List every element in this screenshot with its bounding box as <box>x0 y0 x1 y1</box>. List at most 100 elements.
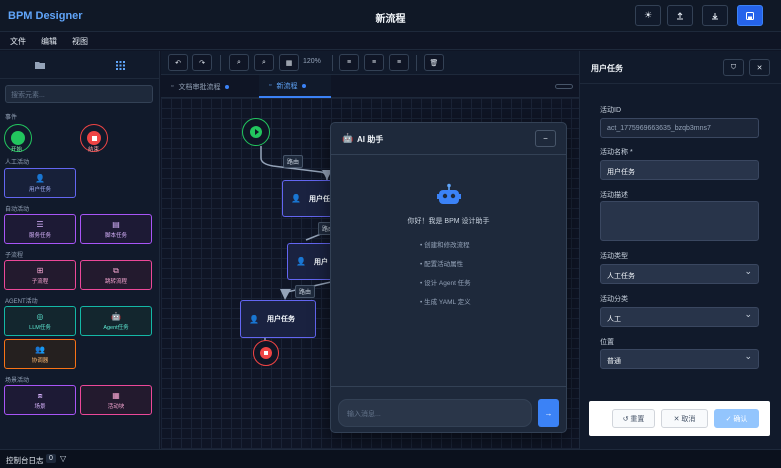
user-icon: 👤 <box>291 194 301 203</box>
palette-service-task[interactable]: ☰ 服务任务 <box>4 214 76 244</box>
list-icon: ☰ <box>36 219 44 229</box>
ai-message-input[interactable]: 输入消息... <box>338 399 532 427</box>
canvas-user-task-node[interactable]: 👤 用户任务 <box>240 300 316 338</box>
filter-icon[interactable]: ▽ <box>60 454 67 463</box>
user-icon: 👤 <box>35 173 45 183</box>
palette-script-task[interactable]: ▤ 脚本任务 <box>80 214 152 244</box>
palette-start-event[interactable] <box>4 124 32 152</box>
node-label: 用户任务 <box>266 316 295 323</box>
cancel-button[interactable]: ✕ 取消 <box>661 409 708 428</box>
folder-icon <box>35 62 45 69</box>
group-label-human: 人工活动 <box>5 160 30 166</box>
canvas-user-task-node[interactable]: 👤 用户任 <box>282 180 332 217</box>
menu-file[interactable]: 文件 <box>10 37 26 46</box>
menu-edit[interactable]: 编辑 <box>41 37 57 46</box>
grid-blocks-icon: ▦ <box>112 390 120 400</box>
robot-icon <box>437 183 461 204</box>
menu-view[interactable]: 视图 <box>72 37 88 46</box>
palette-user-task-label: 用户任务 <box>28 186 51 193</box>
palette-subprocess[interactable]: ⊞ 子流程 <box>4 260 76 290</box>
console-log-toggle[interactable]: 控制台日志 <box>6 456 44 465</box>
align-left-button[interactable]: ≡ <box>339 54 359 71</box>
upload-icon <box>677 11 683 19</box>
palette-scene[interactable]: ⧈ 场景 <box>4 385 76 415</box>
palette-activity-block[interactable]: ▦ 活动块 <box>80 385 152 415</box>
palette-jump-flow[interactable]: ⧉ 跳转流程 <box>80 260 152 290</box>
robot-icon: 🤖 <box>111 311 121 321</box>
shield-icon: ⛉ <box>730 63 737 71</box>
canvas-user-task-node[interactable]: 👤 用户 <box>287 243 331 280</box>
file-icon: ▫ <box>269 82 272 89</box>
align-center-button[interactable]: ≡ <box>364 54 384 71</box>
palette-start-label: 开始 <box>11 147 23 153</box>
minimize-button[interactable]: − <box>535 130 556 147</box>
tab-scrollbar[interactable] <box>555 84 573 89</box>
align-right-icon: ≡ <box>396 59 402 66</box>
properties-title: 用户任务 <box>591 64 623 73</box>
node-label: 用户 <box>313 258 328 266</box>
robot-icon: 🤖 <box>342 133 354 143</box>
tab-elements[interactable] <box>80 51 160 79</box>
activity-type-label: 活动类型 <box>600 253 628 260</box>
palette-agent-task[interactable]: 🤖 Agent任务 <box>80 306 152 336</box>
zoom-level: 120% <box>303 58 321 65</box>
import-button[interactable] <box>667 5 693 26</box>
sun-icon: ☀ <box>643 10 653 20</box>
activity-category-select[interactable]: 人工 <box>600 307 759 327</box>
toolbar-divider <box>416 55 417 71</box>
user-icon: 👤 <box>296 257 306 266</box>
palette-user-task[interactable]: 👤 用户任务 <box>4 168 76 198</box>
group-label-event: 事件 <box>5 115 18 121</box>
palette-coordinator[interactable]: 👥 协调器 <box>4 339 76 369</box>
brand-title: BPM Designer <box>8 10 83 22</box>
pin-button[interactable]: ⛉ <box>723 59 744 76</box>
zoom-in-button[interactable]: ⌕ <box>229 54 249 71</box>
position-label: 位置 <box>600 339 614 346</box>
undo-button[interactable]: ↶ <box>168 54 188 71</box>
ai-feature-item: • 创建和修改流程 <box>420 242 470 249</box>
tab-folders[interactable] <box>0 51 80 79</box>
ai-header: 🤖 AI 助手 − <box>331 123 566 155</box>
align-right-button[interactable]: ≡ <box>389 54 409 71</box>
activity-type-select[interactable]: 人工任务 <box>600 264 759 284</box>
undo-icon: ↶ <box>175 59 181 67</box>
activity-name-input[interactable]: 用户任务 <box>600 160 759 180</box>
canvas-start-event[interactable] <box>242 118 270 146</box>
edge-label[interactable]: 路由 <box>295 285 316 298</box>
tab-new-flow-label: 新流程 <box>276 82 298 90</box>
palette-end-event[interactable] <box>80 124 108 152</box>
export-button[interactable] <box>702 5 728 26</box>
reset-button[interactable]: ↺ 重置 <box>612 409 655 428</box>
send-button[interactable]: → <box>538 399 559 427</box>
palette-search-input[interactable]: 搜索元素... <box>5 85 153 103</box>
ai-greeting: 你好！我是 BPM 设计助手 <box>407 218 490 225</box>
palette-coordinator-label: 协调器 <box>31 357 49 364</box>
palette-jump-flow-label: 跳转流程 <box>104 278 127 285</box>
canvas-end-event[interactable] <box>253 340 279 366</box>
close-button[interactable]: ✕ <box>749 59 770 76</box>
palette-tabs <box>0 51 160 79</box>
palette-activity-block-label: 活动块 <box>107 403 125 410</box>
palette-scene-label: 场景 <box>34 403 46 410</box>
save-button[interactable] <box>737 5 763 26</box>
start-circle-icon <box>11 131 25 145</box>
close-icon: ✕ <box>756 64 763 72</box>
file-icon: ▫ <box>171 83 174 90</box>
element-palette: 搜索元素... 事件 开始 结束 人工活动 👤 用户任务 自动活动 ☰ 服务任务… <box>0 51 160 449</box>
tab-doc-approval[interactable]: ▫ 文档审批流程 <box>161 75 257 98</box>
redo-button[interactable]: ↷ <box>192 54 212 71</box>
zoom-out-button[interactable]: ⌕ <box>254 54 274 71</box>
theme-toggle-button[interactable]: ☀ <box>635 5 661 26</box>
delete-button[interactable]: 🗑 <box>424 54 444 71</box>
status-bar: 控制台日志 0 ▽ <box>0 449 781 468</box>
edge-label[interactable]: 路由 <box>283 155 304 168</box>
activity-desc-textarea[interactable] <box>600 201 759 241</box>
confirm-button[interactable]: ✓ 确认 <box>714 409 759 428</box>
position-select[interactable]: 普通 <box>600 349 759 369</box>
palette-llm-task[interactable]: ◎ LLM任务 <box>4 306 76 336</box>
fit-view-button[interactable]: ▦ <box>279 54 299 71</box>
palette-service-task-label: 服务任务 <box>28 232 51 239</box>
download-icon <box>712 12 718 19</box>
tab-new-flow[interactable]: ▫ 新流程 <box>259 75 331 98</box>
